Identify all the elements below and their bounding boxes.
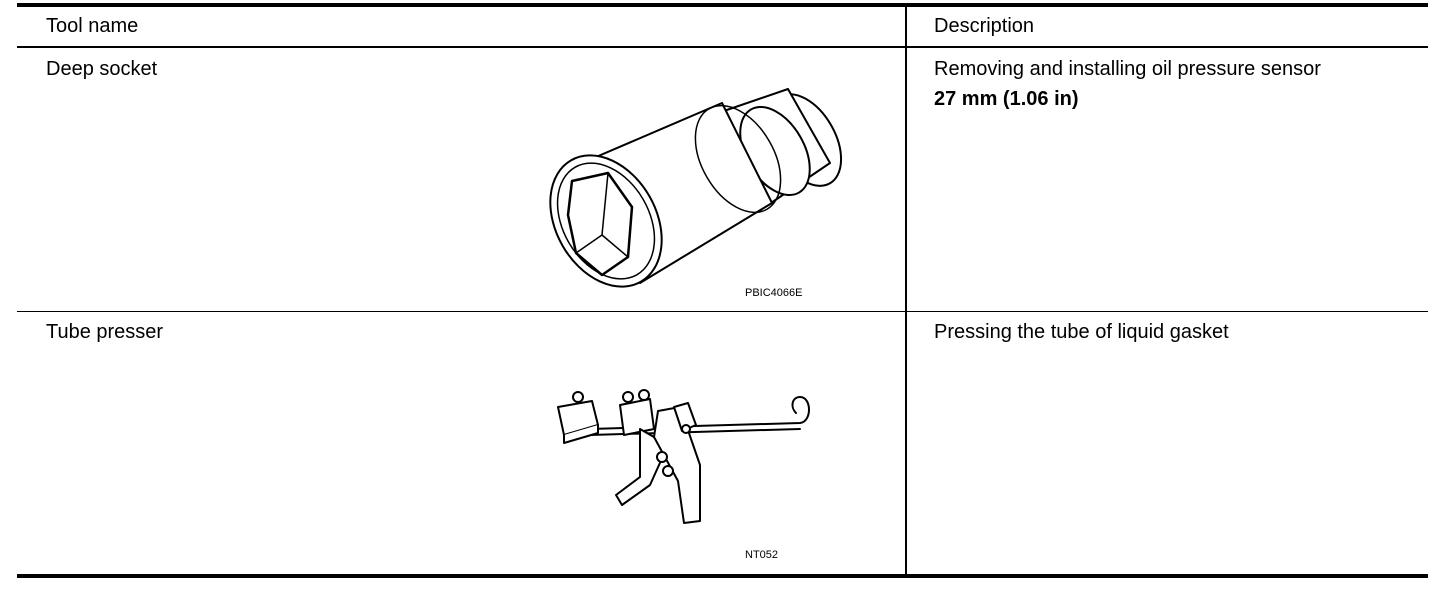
header-separator: [17, 46, 1428, 48]
table-bottom-rule: [17, 574, 1428, 578]
row-2-tool-name: Tube presser: [46, 321, 164, 343]
column-divider: [905, 5, 907, 576]
header-description: Description: [934, 15, 1035, 37]
row-1-description: Removing and installing oil pressure sen…: [934, 58, 1321, 80]
deep-socket-illustration: [549, 88, 843, 288]
row-2-description: Pressing the tube of liquid gasket: [934, 321, 1229, 343]
row-separator: [17, 311, 1428, 312]
tube-presser-illustration: [557, 389, 810, 524]
row-1-spec: 27 mm (1.06 in): [934, 88, 1079, 110]
row-2-figure-code: NT052: [745, 549, 779, 561]
table-top-rule: [17, 3, 1428, 7]
header-tool-name: Tool name: [46, 15, 139, 37]
row-1-figure-code: PBIC4066E: [745, 287, 803, 299]
row-1-tool-name: Deep socket: [46, 58, 158, 80]
